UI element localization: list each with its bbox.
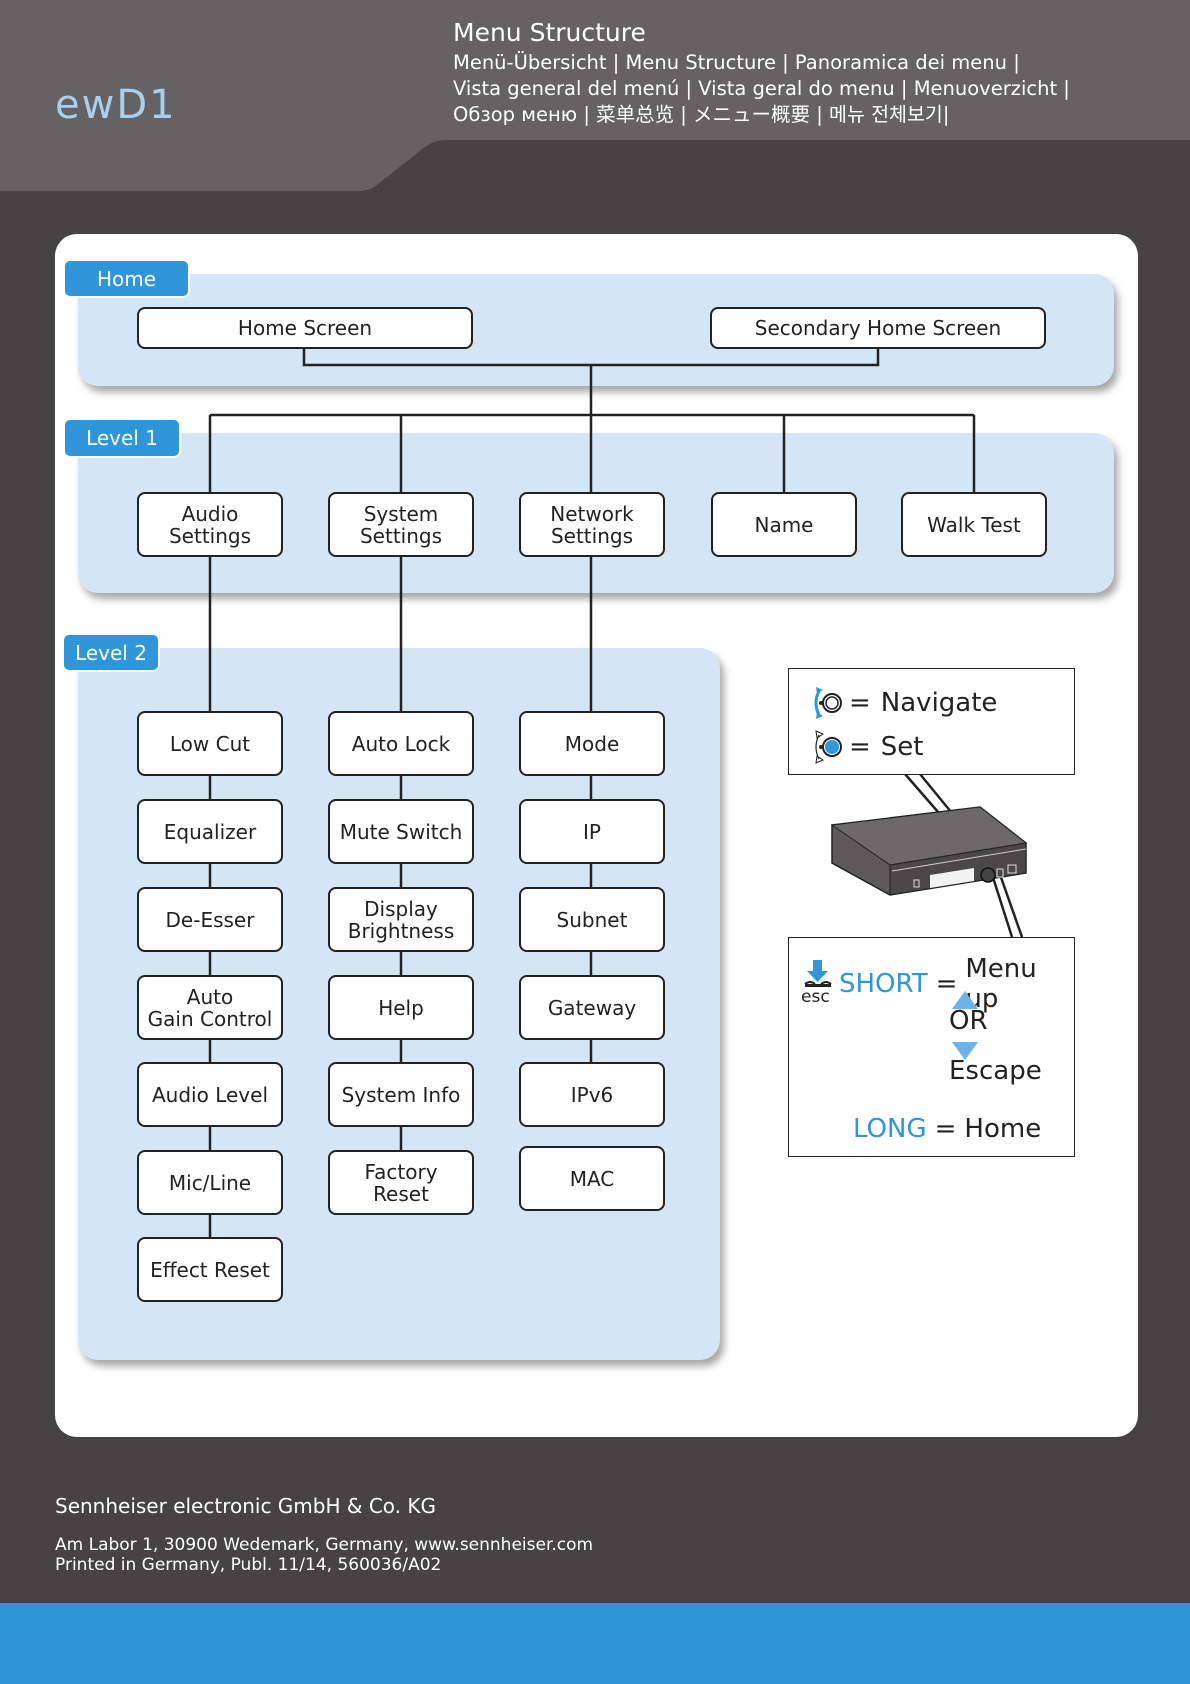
- receiver-device-illustration: [830, 806, 1028, 896]
- menu-item-mute-switch[interactable]: Mute Switch: [328, 799, 474, 864]
- short-action-label: Menu up: [965, 954, 1037, 1014]
- jog-dial-press-icon: [815, 730, 842, 764]
- menu-item-low-cut[interactable]: Low Cut: [137, 711, 283, 776]
- menu-item-system-settings[interactable]: System Settings: [328, 492, 474, 557]
- equals-sign: =: [849, 688, 871, 718]
- menu-item-factory-reset[interactable]: Factory Reset: [328, 1150, 474, 1215]
- footer-address-block: Am Labor 1, 30900 Wedemark, Germany, www…: [55, 1535, 593, 1575]
- arrow-up-icon: [952, 991, 978, 1009]
- arrow-down-icon: [952, 1042, 978, 1060]
- tag-level1: Level 1: [63, 418, 181, 458]
- header-background: [0, 0, 1190, 191]
- product-name: ewD1: [55, 82, 177, 128]
- menu-item-secondary-home-screen[interactable]: Secondary Home Screen: [710, 307, 1046, 349]
- menu-item-effect-reset[interactable]: Effect Reset: [137, 1237, 283, 1302]
- menu-item-ipv6[interactable]: IPv6: [519, 1062, 665, 1127]
- menu-item-walk-test[interactable]: Walk Test: [901, 492, 1047, 557]
- legend-long-row: LONG = Home: [853, 1114, 1041, 1144]
- home-connector: [302, 348, 880, 367]
- subtitle-line: Menü-Übersicht | Menu Structure | Panora…: [453, 51, 1020, 74]
- footer-company: Sennheiser electronic GmbH & Co. KG: [55, 1494, 437, 1518]
- equals-sign: =: [934, 1114, 957, 1144]
- menu-item-display-brightness[interactable]: Display Brightness: [328, 887, 474, 952]
- menu-item-equalizer[interactable]: Equalizer: [137, 799, 283, 864]
- menu-item-gateway[interactable]: Gateway: [519, 975, 665, 1040]
- footer-address: Am Labor 1, 30900 Wedemark, Germany, www…: [55, 1535, 594, 1555]
- legend-esc-button: esc SHORT = Menu up OR Escape LONG = Hom…: [788, 937, 1075, 1157]
- long-action-label: Home: [964, 1114, 1042, 1144]
- menu-item-name[interactable]: Name: [711, 492, 857, 557]
- menu-item-network-settings[interactable]: Network Settings: [519, 492, 665, 557]
- legend-navigate-label: Navigate: [880, 688, 998, 718]
- tag-level2: Level 2: [62, 633, 160, 672]
- menu-item-auto-lock[interactable]: Auto Lock: [328, 711, 474, 776]
- menu-item-mac[interactable]: MAC: [519, 1146, 665, 1211]
- short-label: SHORT: [839, 969, 928, 999]
- menu-item-mic-line[interactable]: Mic/Line: [137, 1150, 283, 1215]
- footer-print-info: Printed in Germany, Publ. 11/14, 560036/…: [55, 1555, 442, 1575]
- menu-item-subnet[interactable]: Subnet: [519, 887, 665, 952]
- subtitle-line: Vista general del menú | Vista geral do …: [453, 77, 1070, 100]
- page-subtitle: Menü-Übersicht | Menu Structure | Panora…: [453, 50, 1153, 128]
- jog-dial-rotate-icon: [814, 687, 842, 719]
- esc-label: esc: [801, 987, 830, 1007]
- menu-item-ip[interactable]: IP: [519, 799, 665, 864]
- legend-set-row: = Set: [811, 727, 924, 767]
- legend-navigate-row: = Navigate: [811, 683, 997, 723]
- menu-item-de-esser[interactable]: De-Esser: [137, 887, 283, 952]
- legend-short-row: SHORT = Menu up: [839, 954, 1074, 1014]
- page-title: Menu Structure: [453, 18, 646, 47]
- equals-sign: =: [849, 732, 871, 762]
- menu-item-mode[interactable]: Mode: [519, 711, 665, 776]
- legend-set-label: Set: [880, 732, 924, 762]
- tag-home: Home: [63, 259, 190, 298]
- menu-item-audio-settings[interactable]: Audio Settings: [137, 492, 283, 557]
- escape-label: Escape: [949, 1056, 1042, 1086]
- or-label: OR: [949, 1006, 988, 1036]
- subtitle-line: Обзор меню | 菜单总览 | メニュー概要 | 메뉴 전체보기|: [453, 103, 950, 126]
- menu-item-auto-gain-control[interactable]: Auto Gain Control: [137, 975, 283, 1040]
- menu-item-audio-level[interactable]: Audio Level: [137, 1062, 283, 1127]
- menu-item-help[interactable]: Help: [328, 975, 474, 1040]
- esc-button-icon: [804, 960, 832, 987]
- legend-jog-dial: = Navigate = Set: [788, 668, 1075, 775]
- bottom-brand-band: [0, 1603, 1190, 1684]
- menu-item-system-info[interactable]: System Info: [328, 1062, 474, 1127]
- equals-sign: =: [935, 969, 958, 999]
- menu-item-home-screen[interactable]: Home Screen: [137, 307, 473, 349]
- long-label: LONG: [853, 1114, 927, 1144]
